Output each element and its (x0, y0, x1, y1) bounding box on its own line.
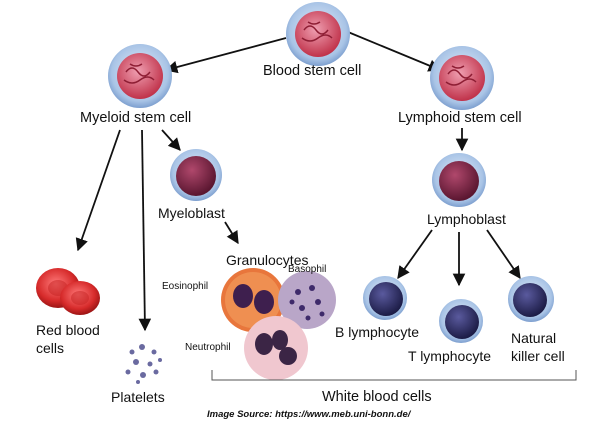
label-blood-stem-cell: Blood stem cell (263, 63, 362, 79)
natural-killer-cell (508, 276, 554, 322)
label-natural-killer-line2: killer cell (511, 348, 565, 364)
label-basophil: Basophil (288, 264, 327, 275)
lymphoblast-cell (432, 153, 486, 207)
label-myeloblast: Myeloblast (158, 205, 225, 221)
label-t-lymphocyte: T lymphocyte (408, 348, 491, 364)
label-b-lymphocyte: B lymphocyte (335, 324, 420, 340)
label-white-blood-cells: White blood cells (322, 389, 432, 405)
label-eosinophil: Eosinophil (162, 281, 209, 292)
label-red-blood-cells-line2: cells (36, 340, 65, 356)
arrow-stem-to-myeloid (164, 37, 287, 74)
label-platelets: Platelets (111, 389, 165, 405)
b-lymphocyte-cell (363, 276, 407, 320)
arrows (75, 31, 521, 332)
blood-stem-cell (286, 2, 350, 66)
lymphoid-stem-cell (430, 46, 494, 110)
arrow-lymphoblast-to-b-lymphocyte (397, 229, 433, 280)
myeloblast-cell (170, 149, 222, 201)
label-lymphoblast: Lymphoblast (427, 211, 506, 227)
label-red-blood-cells-line1: Red blood (36, 322, 100, 338)
arrow-myeloid-to-platelets (138, 129, 152, 332)
arrow-lymphoblast-to-natural-killer (486, 229, 521, 280)
image-source-caption: Image Source: https://www.meb.uni-bonn.d… (207, 409, 411, 420)
label-natural-killer-line1: Natural (511, 330, 557, 346)
label-myeloid-stem-cell: Myeloid stem cell (80, 110, 192, 126)
arrow-myeloid-to-myeloblast (161, 129, 181, 151)
red-blood-cells (36, 268, 100, 315)
label-neutrophil: Neutrophil (185, 342, 231, 353)
arrow-myeloid-to-red-blood-cells (75, 129, 121, 252)
platelets (125, 344, 162, 384)
arrow-myeloblast-to-granulocytes (224, 221, 239, 245)
basophil-cell (278, 271, 336, 329)
neutrophil-cell (244, 316, 308, 380)
white-blood-cells-bracket (211, 370, 577, 381)
t-lymphocyte-cell (439, 299, 483, 343)
eosinophil-cell (221, 268, 285, 332)
myeloid-stem-cell (108, 44, 172, 108)
arrow-stem-to-lymphoid (347, 31, 442, 72)
label-lymphoid-stem-cell: Lymphoid stem cell (398, 110, 522, 126)
label-granulocytes: Granulocytes (226, 252, 309, 268)
